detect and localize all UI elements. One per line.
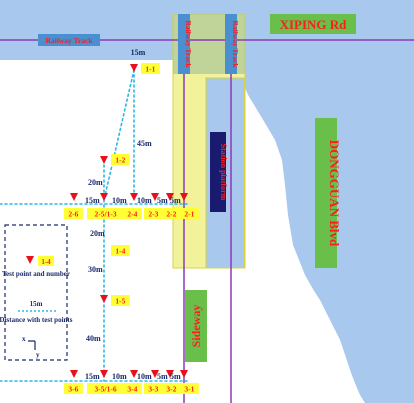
point-2-1-label: 2-1 (184, 210, 194, 219)
test-points: 1-1 1-2 1-4 1-5 2-6 2-5/1-3 2-4 2-3 2-2 2-1 3-6 3-5… (64, 63, 199, 394)
distance-top-15m: 15m (131, 48, 146, 57)
dongguan-blvd-label: DONGGUAN Blvd (327, 140, 342, 247)
point-3-4-tag (123, 383, 142, 394)
point-1-2-tag (111, 154, 130, 165)
xiping-road-box (270, 14, 356, 34)
point-2-4-marker (130, 193, 138, 201)
sideway-box (185, 290, 207, 362)
point-1-2-label: 1-2 (115, 156, 125, 165)
legend-distance-label: Distance with test points (0, 316, 73, 324)
distance-row2-5m-b: 5m (170, 196, 181, 205)
distance-30m: 30m (88, 265, 103, 274)
point-3-3-label: 3-3 (148, 385, 158, 394)
point-3-4-marker (130, 370, 138, 378)
point-2-4-label: 2-4 (127, 210, 137, 219)
xiping-road-label: XIPING Rd (280, 17, 348, 32)
point-3-6-label: 3-6 (68, 385, 78, 394)
point-3-1-label: 3-1 (184, 385, 194, 394)
legend-distance-value: 15m (30, 300, 43, 308)
legend-marker (26, 256, 34, 264)
point-3-5-marker (100, 370, 108, 378)
distance-row2-10m-b: 10m (137, 196, 152, 205)
distance-row2-5m-a: 5m (157, 196, 168, 205)
railway-track-vertical-1-label: Railway Track (184, 20, 193, 68)
point-2-3-tag (144, 208, 163, 219)
point-1-5-label: 1-5 (115, 297, 125, 306)
point-1-1-label: 1-1 (145, 65, 155, 74)
distance-row3-15m: 15m (85, 372, 100, 381)
track-label-box-v1 (178, 14, 190, 74)
point-3-6-tag (64, 383, 83, 394)
station-platform-box (210, 132, 226, 212)
distance-row2-15m: 15m (85, 196, 100, 205)
point-2-4-tag (123, 208, 142, 219)
point-3-5-label: 3-5/1-6 (95, 385, 117, 394)
point-2-5-tag (87, 208, 125, 219)
distance-row3-5m-a: 5m (157, 372, 168, 381)
point-3-3-marker (151, 370, 159, 378)
point-2-5-label: 2-5/1-3 (95, 210, 117, 219)
point-3-1-tag (180, 383, 199, 394)
point-2-2-marker (166, 193, 174, 201)
point-2-6-label: 2-6 (68, 210, 78, 219)
point-2-2-label: 2-2 (166, 210, 176, 219)
legend-axis-y: y (36, 351, 40, 359)
point-3-3-tag (144, 383, 163, 394)
point-1-2-marker (100, 156, 108, 164)
point-2-1-tag (180, 208, 199, 219)
point-1-4-tag (111, 245, 130, 256)
distance-40m: 40m (86, 334, 101, 343)
point-2-5-marker (100, 193, 108, 201)
distance-20m-a: 20m (88, 178, 103, 187)
distance-20m-b: 20m (90, 229, 105, 238)
station-platform-label: Station platform (219, 144, 228, 201)
track-label-box-v2 (225, 14, 237, 74)
distance-45m: 45m (137, 139, 152, 148)
point-3-6-marker (70, 370, 78, 378)
point-3-4-label: 3-4 (127, 385, 137, 394)
point-1-4-label: 1-4 (115, 247, 125, 256)
point-1-1-tag (141, 63, 160, 74)
legend-axis-arrows (28, 340, 36, 350)
track-label-box-h (38, 34, 100, 46)
legend-tag (38, 256, 54, 266)
point-2-3-label: 2-3 (148, 210, 158, 219)
legend-box (4, 224, 68, 361)
point-3-1-marker (180, 370, 188, 378)
point-3-2-label: 3-2 (166, 385, 176, 394)
point-2-6-tag (64, 208, 83, 219)
point-3-5-tag (87, 383, 125, 394)
point-1-5-marker (100, 295, 108, 303)
point-2-3-marker (151, 193, 159, 201)
railway-track-vertical-2-label: Railway Track (231, 20, 240, 68)
point-2-1-marker (180, 193, 188, 201)
railway-track-horizontal-label: Railway Track (45, 36, 93, 45)
distance-row3-10m-a: 10m (112, 372, 127, 381)
distance-row2-10m-a: 10m (112, 196, 127, 205)
dongguan-blvd-box (315, 118, 337, 268)
legend-point-label: Test point and number (2, 270, 70, 278)
point-1-5-tag (111, 295, 130, 306)
distance-row3-5m-b: 5m (170, 372, 181, 381)
sideway-label: Sideway (189, 305, 203, 348)
point-3-2-tag (162, 383, 181, 394)
test-line-diagonal-left (103, 69, 135, 201)
point-2-6-marker (70, 193, 78, 201)
legend-axis-x: x (22, 335, 26, 343)
point-1-1-marker (130, 64, 138, 72)
distance-row3-10m-b: 10m (137, 372, 152, 381)
point-2-2-tag (162, 208, 181, 219)
legend-tag-label: 1-4 (41, 258, 51, 266)
point-3-2-marker (166, 370, 174, 378)
